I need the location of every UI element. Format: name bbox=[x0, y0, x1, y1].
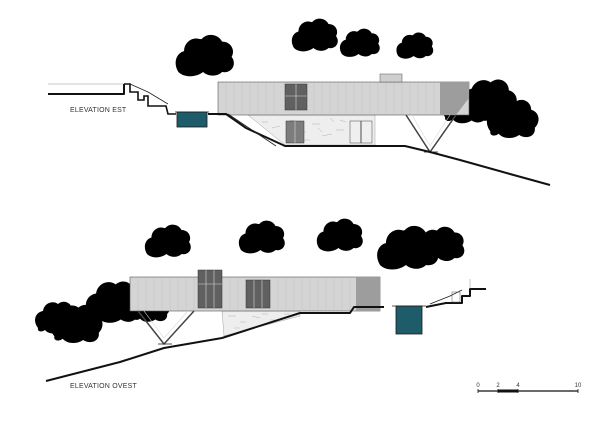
scale-tick-label: 10 bbox=[575, 383, 582, 389]
ground-line bbox=[45, 279, 486, 382]
terrace-steps bbox=[227, 113, 277, 147]
scale-tick-label: 0 bbox=[476, 383, 480, 389]
elevation-west: ELEVATION OVEST bbox=[35, 218, 486, 390]
elevation-east-label: ELEVATION EST bbox=[70, 107, 127, 114]
stone-base bbox=[221, 310, 301, 337]
elevation-west-label: ELEVATION OVEST bbox=[70, 383, 137, 390]
main-volume bbox=[129, 269, 381, 312]
v-strut bbox=[137, 310, 195, 346]
pool bbox=[175, 111, 209, 128]
scale-bar: 0 2 4 10 bbox=[476, 383, 582, 393]
scale-tick-label: 4 bbox=[516, 383, 520, 389]
scale-tick-label: 2 bbox=[496, 383, 500, 389]
pool bbox=[392, 305, 426, 335]
main-volume bbox=[217, 73, 470, 116]
ground-line bbox=[48, 83, 551, 186]
lower-glazing bbox=[285, 120, 373, 144]
elevation-east: ELEVATION EST bbox=[48, 18, 551, 186]
